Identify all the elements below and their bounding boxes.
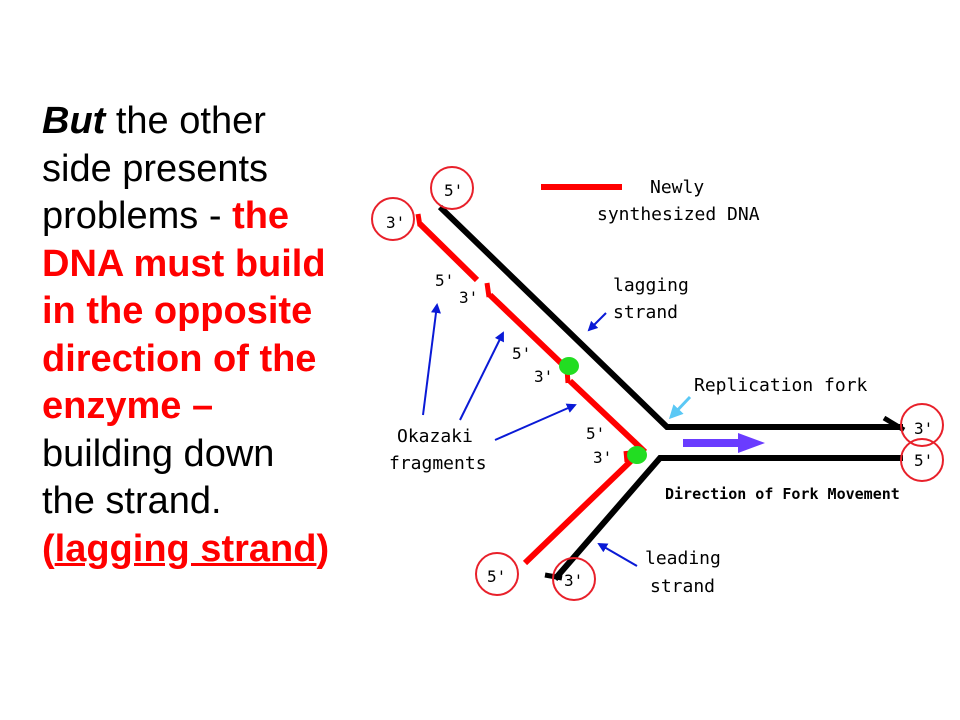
slide-text-block: But the other side presents problems - t… (42, 98, 372, 573)
end-label-frag1-3prime: 3' (459, 288, 478, 307)
text-segment: problems - (42, 195, 233, 237)
highlight-circle-top-5prime (430, 166, 474, 210)
leading-new-strand (522, 456, 636, 566)
highlight-circle-right-5prime (900, 438, 944, 482)
end-label-frag3-3prime: 3' (593, 448, 612, 467)
okazaki-pointer-2 (459, 331, 504, 421)
text-line-1: But the other (42, 98, 372, 146)
primer-dot-2 (627, 446, 647, 464)
lower-template-strand (552, 455, 903, 581)
fork-direction-label: Direction of Fork Movement (665, 485, 900, 503)
upper-template-strand (437, 204, 903, 430)
okazaki-fragment-1-tip (415, 213, 423, 227)
text-line-9: the strand. (42, 480, 222, 522)
end-label-frag1-5prime: 5' (435, 271, 454, 290)
lagging-label-line-2: strand (613, 302, 678, 323)
highlight-line-10: (lagging strand) (42, 526, 372, 574)
text-line-3: problems - the (42, 193, 372, 241)
highlight-circle-bottom-5prime (475, 552, 519, 596)
okazaki-label-line-2: fragments (389, 453, 487, 474)
highlight-segment: the (232, 195, 290, 237)
end-label-bottom-3prime: 3' (564, 571, 583, 590)
highlight-line-6: direction of the (42, 337, 317, 380)
highlight-line-5: in the opposite (42, 290, 313, 332)
primer-dot-1 (559, 357, 579, 375)
lagging-label-line-1: lagging (613, 275, 689, 296)
leading-label-line-1: leading (645, 548, 721, 569)
end-label-frag2-5prime: 5' (512, 344, 531, 363)
highlight-line-7: enzyme – (42, 385, 214, 427)
text-line-2: side presents (42, 147, 269, 190)
fork-direction-arrow (683, 433, 765, 453)
okazaki-fragment-2 (487, 292, 564, 366)
end-label-right-3prime: 3' (914, 419, 933, 438)
paren-close: ) (316, 527, 330, 570)
leading-pointer-arrow (597, 542, 638, 567)
okazaki-fragment-1 (417, 221, 480, 283)
paren-open: ( (42, 527, 55, 570)
okazaki-label-line-1: Okazaki (397, 426, 473, 447)
highlight-line-4: DNA must build (42, 242, 326, 285)
end-label-top-5prime: 5' (444, 181, 463, 200)
okazaki-pointer-1 (422, 303, 441, 416)
leading-label-line-2: strand (650, 576, 715, 597)
replication-fork-label: Replication fork (694, 375, 868, 396)
text-line-8: building down (42, 432, 275, 475)
okazaki-fragment-3 (567, 378, 648, 455)
lagging-strand-underlined: lagging strand (54, 527, 317, 570)
end-label-frag3-5prime: 5' (586, 424, 605, 443)
end-label-bottom-5prime: 5' (487, 567, 506, 586)
text-segment: the other (105, 100, 266, 142)
lagging-pointer-arrow (587, 312, 607, 332)
legend-label-line-1: Newly (650, 177, 704, 198)
end-label-frag2-3prime: 3' (534, 367, 553, 386)
end-label-right-5prime: 5' (914, 451, 933, 470)
highlight-circle-right-3prime (900, 403, 944, 447)
highlight-circle-top-3prime (371, 197, 415, 241)
legend-label-line-2: synthesized DNA (597, 204, 760, 225)
okazaki-fragment-4-tip (623, 450, 630, 463)
fork-pointer-arrow (668, 395, 692, 420)
emphasis-but: But (42, 100, 106, 142)
highlight-circles (371, 166, 944, 601)
end-label-top-3prime: 3' (386, 213, 405, 232)
okazaki-fragment-2-tip (484, 282, 492, 298)
highlight-circle-bottom-3prime (552, 557, 596, 601)
okazaki-pointer-3 (494, 403, 577, 441)
